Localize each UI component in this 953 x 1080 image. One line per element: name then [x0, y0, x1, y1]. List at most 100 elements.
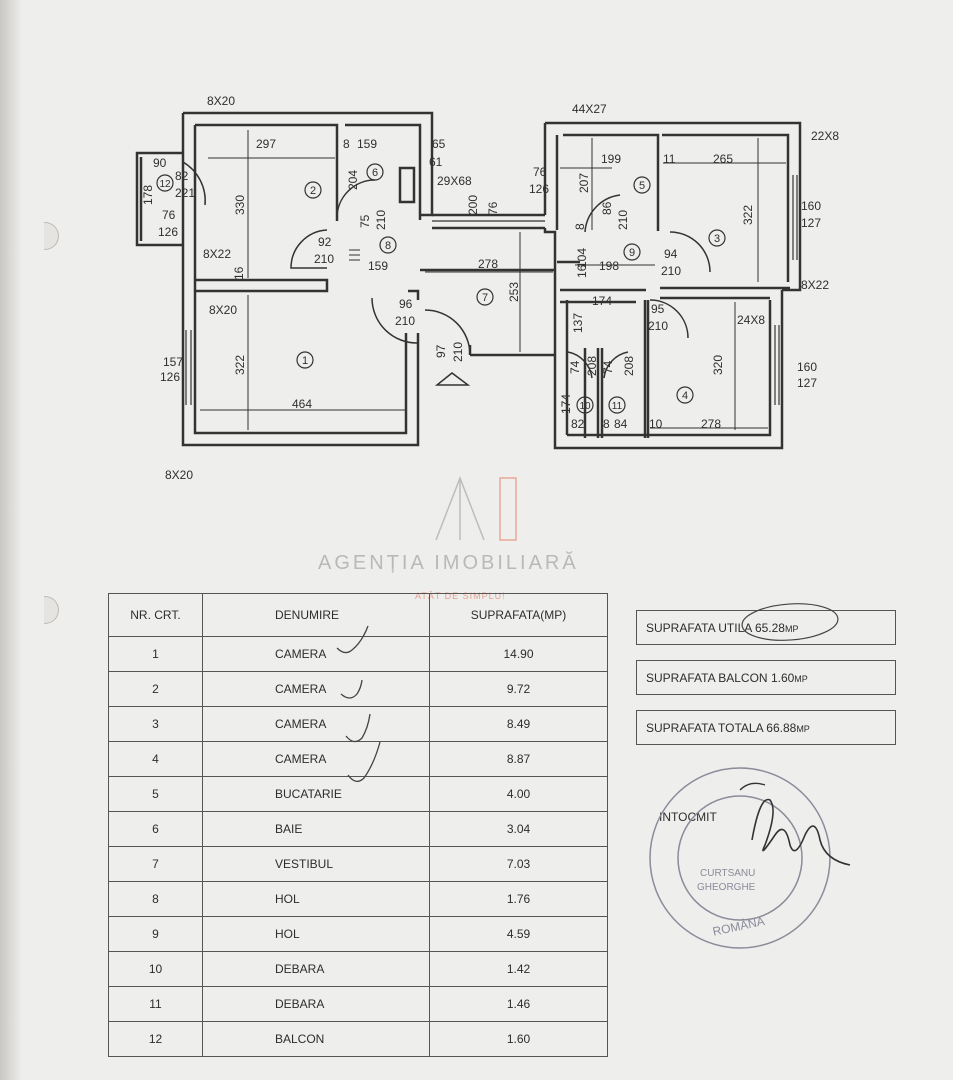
row-nr: 11 [108, 986, 203, 1022]
dim-label: 104 [575, 248, 589, 268]
watermark-logo-icon [435, 475, 517, 541]
dim-label: 127 [801, 216, 821, 230]
room-number-4: 4 [682, 390, 688, 402]
dim-label: 8 [573, 223, 587, 230]
room-number-7: 7 [482, 292, 488, 304]
row-area: 4.00 [429, 776, 608, 812]
dim-label: 74 [568, 360, 582, 374]
dim-label: 198 [599, 259, 619, 273]
dim-label: 94 [664, 247, 678, 261]
room-number-10: 10 [579, 401, 591, 412]
dim-label: 29X68 [437, 174, 472, 188]
plan-walls [135, 111, 802, 450]
dim-label: 322 [741, 205, 755, 225]
dim-label: 210 [314, 252, 334, 266]
dim-label: 159 [357, 137, 377, 151]
row-area: 8.49 [429, 706, 608, 742]
dim-label: 95 [651, 302, 665, 316]
plan-dimensions: 8X20 90 82 221 178 76 126 297 330 8 159 … [141, 94, 839, 480]
dim-label: 126 [158, 225, 178, 239]
dim-label: 84 [614, 417, 628, 431]
dim-label: 126 [529, 182, 549, 196]
header-area: SUPRAFATA(MP) [429, 593, 608, 637]
dim-label: 16 [575, 264, 589, 278]
dim-label: 207 [577, 173, 591, 193]
row-area: 1.42 [429, 951, 608, 987]
dim-label: 126 [160, 370, 180, 384]
dim-label: 199 [601, 152, 621, 166]
dim-label: 265 [713, 152, 733, 166]
dim-label: 76 [162, 208, 176, 222]
dim-label: 210 [451, 342, 465, 362]
summary-balcon-value: 1.60 [770, 671, 795, 685]
dim-label: 11 [663, 152, 676, 166]
floor-plan: 1 2 3 4 5 6 7 8 9 10 11 12 8X20 90 82 22… [135, 94, 839, 480]
dim-label: 8X22 [203, 247, 231, 261]
row-nr: 3 [108, 706, 203, 742]
dim-label: 127 [797, 376, 817, 390]
row-name: CAMERA [202, 741, 430, 777]
row-nr: 6 [108, 811, 203, 847]
dim-label: 278 [478, 257, 498, 271]
room-number-6: 6 [372, 167, 378, 179]
dim-label: 96 [399, 297, 413, 311]
dim-label: 210 [661, 264, 681, 278]
dim-label: 210 [648, 319, 668, 333]
dim-label: 210 [374, 210, 388, 230]
dim-label: 208 [622, 356, 636, 376]
room-number-circles [156, 163, 726, 414]
dim-label: 464 [292, 397, 312, 411]
room-number-1: 1 [302, 355, 308, 367]
plan-dimension-lines [200, 130, 786, 430]
dim-label: 82 [571, 417, 585, 431]
dim-label: 22X8 [811, 129, 839, 143]
dim-label: 90 [153, 156, 167, 170]
room-number-8: 8 [385, 240, 391, 252]
row-name: CAMERA [202, 706, 430, 742]
room-numbers: 1 2 3 4 5 6 7 8 9 10 11 12 [159, 167, 720, 412]
summary-total-box: SUPRAFATA TOTALA 66.88MP [636, 710, 896, 745]
dim-label: 221 [175, 186, 195, 200]
dim-label: 157 [163, 355, 183, 369]
dim-label: 330 [233, 195, 247, 215]
dim-label: 278 [701, 417, 721, 431]
dim-label: 10 [649, 417, 663, 431]
page-edge-shadow [0, 0, 22, 1080]
dim-label: 97 [434, 344, 448, 358]
row-nr: 1 [108, 636, 203, 672]
dim-label: 297 [256, 137, 276, 151]
row-name: BUCATARIE [202, 776, 430, 812]
dim-label: 75 [358, 214, 372, 228]
row-name: CAMERA [202, 636, 430, 672]
summary-util-label: SUPRAFATA UTILA [646, 621, 752, 635]
dim-label: 178 [141, 185, 155, 205]
dim-label: 174 [559, 394, 573, 414]
dim-label: 210 [395, 314, 415, 328]
signature-mark [739, 782, 766, 791]
dim-label: 159 [368, 259, 388, 273]
stamp-name-1: CURTSANU [700, 868, 755, 879]
summary-total-label: SUPRAFATA TOTALA [646, 721, 763, 735]
room-number-3: 3 [714, 233, 720, 245]
dim-label: 61 [429, 155, 443, 169]
dim-label: 74 [601, 360, 615, 374]
room-number-5: 5 [639, 180, 645, 192]
row-nr: 9 [108, 916, 203, 952]
dim-label: 320 [711, 355, 725, 375]
dim-label: 137 [571, 313, 585, 333]
row-area: 9.72 [429, 671, 608, 707]
summary-balcon-box: SUPRAFATA BALCON 1.60MP [636, 660, 896, 695]
summary-unit: MP [784, 624, 799, 634]
check-mark-icon [340, 679, 363, 699]
check-mark-icon [347, 741, 381, 782]
summary-util-box: SUPRAFATA UTILA 65.28MP [636, 610, 896, 645]
